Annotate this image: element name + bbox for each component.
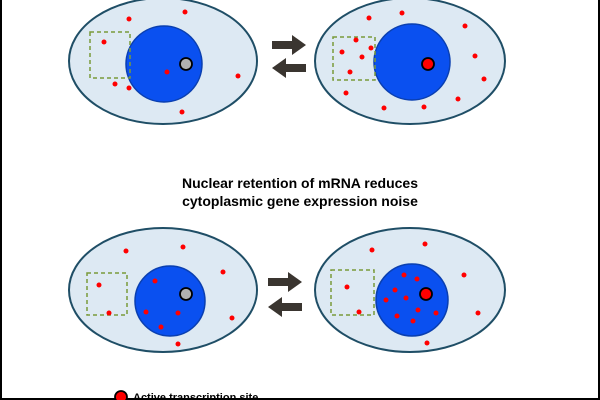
active-transcription-site xyxy=(421,57,435,71)
sampling-box xyxy=(89,31,131,79)
mrna-group xyxy=(101,9,241,115)
mrna-dot xyxy=(383,297,389,303)
sampling-box xyxy=(332,36,376,81)
nucleus xyxy=(373,23,451,101)
mrna-dot xyxy=(164,69,170,75)
mrna-dot xyxy=(179,109,185,115)
mrna-dot xyxy=(220,269,226,275)
mrna-group xyxy=(96,244,235,347)
mrna-dot xyxy=(344,284,350,290)
mrna-dot xyxy=(422,241,428,247)
title-line-1: Nuclear retention of mRNA reduces xyxy=(182,175,418,191)
mrna-dot xyxy=(410,318,416,324)
mrna-dot xyxy=(339,49,345,55)
mrna-dot xyxy=(101,39,107,45)
mrna-group xyxy=(339,10,487,111)
arrow-left-icon xyxy=(268,297,302,317)
mrna-dot xyxy=(401,272,407,278)
mrna-dot xyxy=(421,104,427,110)
mrna-dot xyxy=(96,282,102,288)
bottom-equilibrium-arrows xyxy=(268,272,302,317)
mrna-dot xyxy=(368,45,374,51)
active-transcription-site xyxy=(419,287,433,301)
mrna-dot xyxy=(359,54,365,60)
mrna-dot xyxy=(415,307,421,313)
nucleus xyxy=(125,25,203,103)
arrow-left-icon xyxy=(272,58,306,78)
mrna-dot xyxy=(347,69,353,75)
mrna-dot xyxy=(123,248,129,254)
cell-top-left xyxy=(68,0,258,125)
mrna-dot xyxy=(126,16,132,22)
mrna-dot xyxy=(235,73,241,79)
mrna-dot xyxy=(343,90,349,96)
mrna-dot xyxy=(381,105,387,111)
arrow-right-icon xyxy=(268,272,302,292)
mrna-dot xyxy=(394,313,400,319)
mrna-dot xyxy=(175,310,181,316)
mrna-dot xyxy=(158,324,164,330)
mrna-dot xyxy=(461,272,467,278)
sampling-box xyxy=(86,272,128,316)
mrna-dot xyxy=(152,278,158,284)
mrna-dot xyxy=(106,310,112,316)
cell-bottom-right xyxy=(314,227,506,353)
mrna-dot xyxy=(369,247,375,253)
active-transcription-site-legend-icon xyxy=(114,390,128,400)
cell-top-right xyxy=(314,0,506,125)
nucleus xyxy=(375,263,449,337)
top-equilibrium-arrows xyxy=(272,35,306,78)
mrna-dot xyxy=(353,37,359,43)
sampling-box xyxy=(330,269,375,316)
mrna-dot xyxy=(475,310,481,316)
title-line-2: cytoplasmic gene expression noise xyxy=(182,193,418,209)
mrna-dot xyxy=(229,315,235,321)
mrna-dot xyxy=(433,310,439,316)
mrna-dot xyxy=(392,287,398,293)
mrna-dot xyxy=(462,23,468,29)
cell-bottom-left xyxy=(68,227,258,353)
legend-label-active-site: Active transcription site xyxy=(133,392,258,400)
mrna-dot xyxy=(472,53,478,59)
mrna-dot xyxy=(180,244,186,250)
mrna-dot xyxy=(455,96,461,102)
mrna-dot xyxy=(143,309,149,315)
legend: Active transcription site xyxy=(114,390,258,400)
mrna-dot xyxy=(182,9,188,15)
mrna-dot xyxy=(175,341,181,347)
nucleus xyxy=(134,265,206,337)
mrna-dot xyxy=(356,309,362,315)
mrna-dot xyxy=(403,295,409,301)
inactive-transcription-site xyxy=(179,287,193,301)
mrna-dot xyxy=(424,340,430,346)
mrna-dot xyxy=(112,81,118,87)
mrna-dot xyxy=(399,10,405,16)
mrna-dot xyxy=(126,85,132,91)
mrna-group xyxy=(344,241,481,346)
mrna-dot xyxy=(414,276,420,282)
mrna-dot xyxy=(481,76,487,82)
arrow-right-icon xyxy=(272,35,306,55)
inactive-transcription-site xyxy=(179,57,193,71)
mrna-dot xyxy=(366,15,372,21)
